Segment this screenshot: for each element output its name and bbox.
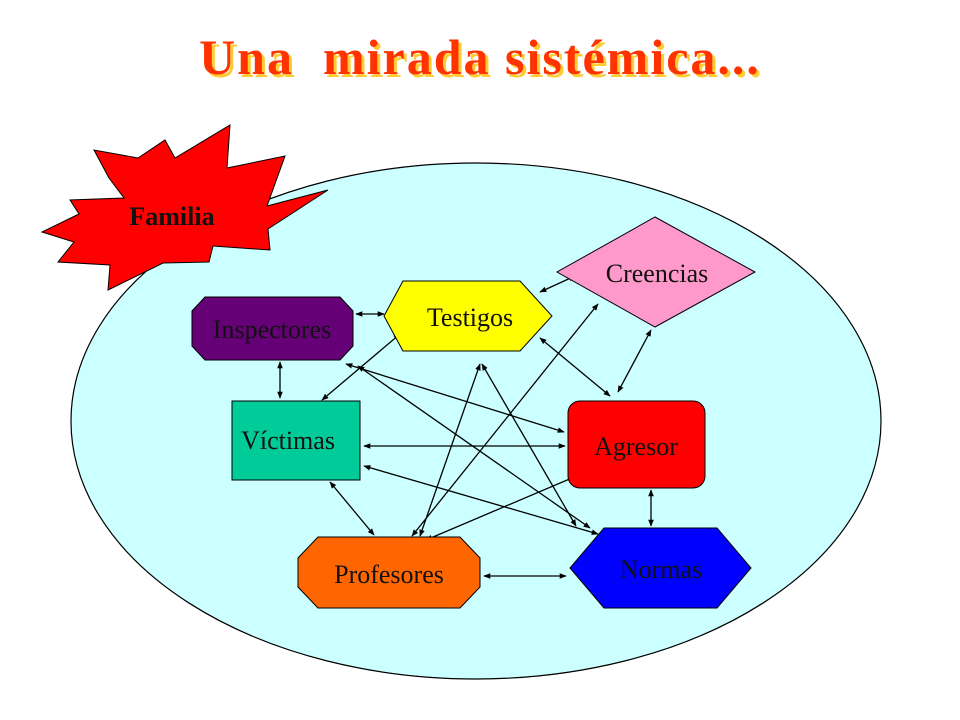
node-agresor: Agresor: [567, 400, 706, 489]
inspectores-label: Inspectores: [213, 315, 331, 344]
testigos-shape: [383, 280, 553, 352]
node-testigos: Testigos: [383, 280, 553, 352]
victimas-shape: [231, 400, 361, 481]
familia-label: Familia: [129, 202, 214, 231]
victimas-label: Víctimas: [241, 426, 335, 455]
agresor-shape: [567, 400, 706, 489]
inspectores-shape: [191, 296, 354, 361]
normas-shape: [569, 527, 752, 609]
arrow-agresor-profesores: [425, 471, 587, 541]
testigos-label: Testigos: [427, 303, 513, 332]
node-inspectores: Inspectores: [191, 296, 354, 361]
profesores-label: Profesores: [334, 560, 444, 589]
node-creencias: Creencias: [555, 216, 757, 328]
node-victimas: Víctimas: [231, 400, 361, 481]
node-profesores: Profesores: [297, 536, 481, 609]
node-familia: Familia: [40, 124, 329, 291]
creencias-shape: [555, 216, 757, 328]
familia-starburst: [40, 124, 329, 291]
page-title: Una mirada sistémica...: [199, 29, 761, 85]
agresor-label: Agresor: [594, 432, 678, 461]
node-normas: Normas: [569, 527, 752, 609]
arrow-creencias-agresor: [617, 329, 652, 393]
normas-label: Normas: [620, 555, 702, 584]
creencias-label: Creencias: [606, 259, 709, 288]
profesores-shape: [297, 536, 481, 609]
